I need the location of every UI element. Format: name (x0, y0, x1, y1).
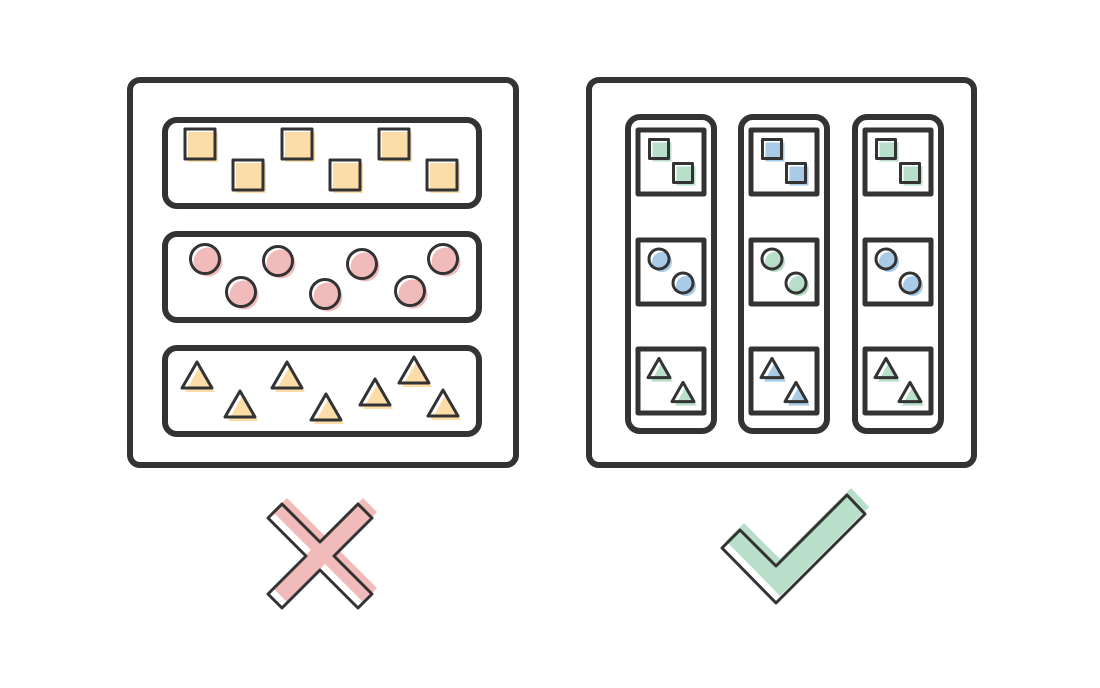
triangle-shape (783, 380, 810, 406)
right-feature-columns (625, 114, 944, 434)
circle-shape (262, 245, 296, 279)
circle-shape (647, 247, 672, 272)
square-shape (648, 138, 672, 162)
feature-column (625, 114, 717, 434)
feature-column (738, 114, 830, 434)
triangle-shape (358, 377, 393, 410)
feature-column (852, 114, 944, 434)
square-shape (761, 138, 785, 162)
circle-shape (784, 271, 809, 296)
triangle-shape (180, 360, 215, 393)
left-shape-groups (162, 117, 482, 437)
square-shape (785, 162, 809, 186)
square-shape (899, 162, 923, 186)
triangle-shape (873, 356, 900, 382)
circle-cell (862, 237, 934, 307)
triangle-shape (426, 388, 461, 421)
square-shape (231, 158, 266, 193)
circle-shape (898, 271, 923, 296)
square-shape (280, 127, 315, 162)
square-shape (377, 127, 412, 162)
square-shape (875, 138, 899, 162)
triangle-shape (397, 355, 432, 388)
triangle-group (162, 345, 482, 437)
left-panel-shape-grouping (127, 77, 519, 468)
square-shape (328, 158, 363, 193)
cross-icon (266, 498, 377, 610)
circle-cell (748, 237, 820, 307)
triangle-shape (646, 356, 673, 382)
square-group (162, 117, 482, 209)
triangle-shape (897, 380, 924, 406)
square-shape (183, 127, 218, 162)
triangle-shape (309, 392, 344, 425)
circle-shape (346, 248, 380, 282)
triangle-cell (862, 346, 934, 416)
cell-outline (862, 237, 934, 307)
triangle-cell (635, 346, 707, 416)
circle-cell (635, 237, 707, 307)
circle-shape (225, 276, 259, 310)
check-icon (720, 488, 869, 605)
triangle-cell (748, 346, 820, 416)
triangle-shape (223, 389, 258, 422)
cell-outline (748, 237, 820, 307)
circle-shape (427, 243, 461, 277)
square-cell (635, 127, 707, 197)
circle-group (162, 231, 482, 323)
circle-shape (189, 243, 223, 277)
circle-shape (760, 247, 785, 272)
triangle-shape (759, 356, 786, 382)
triangle-shape (270, 360, 305, 393)
right-panel-column-grouping (586, 77, 977, 468)
circle-shape (309, 278, 343, 312)
cell-outline (635, 237, 707, 307)
square-shape (672, 162, 696, 186)
circle-shape (671, 271, 696, 296)
square-cell (748, 127, 820, 197)
circle-shape (874, 247, 899, 272)
square-cell (862, 127, 934, 197)
circle-shape (394, 275, 428, 309)
square-shape (425, 158, 460, 193)
triangle-shape (670, 380, 697, 406)
